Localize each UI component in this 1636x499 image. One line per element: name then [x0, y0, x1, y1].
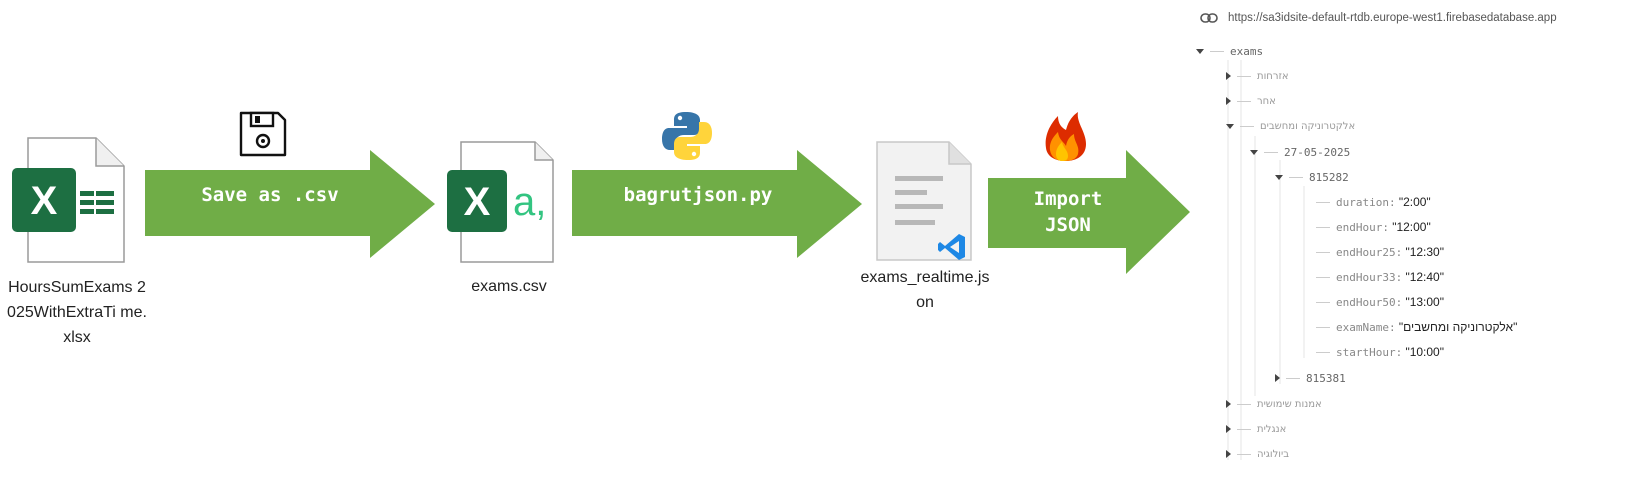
- tree-node[interactable]: 815381: [1275, 368, 1346, 388]
- expand-down-icon[interactable]: [1275, 174, 1283, 180]
- script-label: bagrutjson.py: [623, 184, 773, 206]
- json-file-icon: [876, 141, 972, 261]
- field-key: endHour:: [1336, 220, 1389, 234]
- tree-node[interactable]: ביולוגיה: [1226, 444, 1289, 464]
- csv-icon: X a,: [447, 141, 554, 263]
- vscode-icon: [938, 234, 965, 260]
- field-row[interactable]: endHour25: "12:30": [1310, 242, 1444, 262]
- python-icon: [662, 112, 712, 160]
- firebase-icon: [1045, 112, 1086, 161]
- node-key: אנגלית: [1257, 423, 1287, 435]
- expand-right-icon[interactable]: [1226, 97, 1231, 105]
- expand-right-icon[interactable]: [1226, 425, 1231, 433]
- json-file-label: exams_realtime.js on: [860, 269, 990, 311]
- tree-node[interactable]: אנגלית: [1226, 419, 1286, 439]
- field-key: endHour33:: [1336, 270, 1403, 284]
- expand-right-icon[interactable]: [1226, 72, 1231, 80]
- field-row[interactable]: duration: "2:00": [1310, 192, 1431, 212]
- field-row[interactable]: examName: "אלקטרוניקה ומחשבים": [1310, 317, 1517, 337]
- expand-right-icon[interactable]: [1226, 400, 1231, 408]
- svg-text:X: X: [31, 179, 58, 223]
- field-key: duration:: [1336, 195, 1396, 209]
- tree-node[interactable]: אמנות שימושית: [1226, 394, 1322, 414]
- excel-icon: X: [12, 137, 125, 263]
- svg-text:X: X: [464, 180, 491, 224]
- field-value[interactable]: "12:40": [1405, 270, 1444, 284]
- database-url-bar: https://sa3idsite-default-rtdb.europe-we…: [1200, 6, 1557, 30]
- field-value[interactable]: "10:00": [1405, 345, 1444, 359]
- import-json-label: Import JSON: [1033, 188, 1103, 236]
- xlsx-file-label: HoursSumExams 2025WithExtraTi me.xlsx: [7, 279, 147, 346]
- expand-down-icon[interactable]: [1196, 48, 1204, 54]
- field-key: examName:: [1336, 320, 1396, 334]
- arrow-save-csv: [145, 150, 435, 258]
- node-key: 815282: [1309, 170, 1349, 184]
- node-key: exams: [1230, 44, 1264, 58]
- node-key: אלקטרוניקה ומחשבים: [1260, 120, 1356, 132]
- expand-right-icon[interactable]: [1226, 450, 1231, 458]
- field-row[interactable]: endHour50: "13:00": [1310, 292, 1444, 312]
- arrow-script: [572, 150, 862, 258]
- tree-node-root[interactable]: exams: [1196, 41, 1263, 61]
- node-key: 27-05-2025: [1284, 145, 1351, 159]
- link-icon: [1200, 13, 1218, 23]
- tree-node[interactable]: 27-05-2025: [1250, 142, 1350, 162]
- field-key: startHour:: [1336, 345, 1403, 359]
- field-value[interactable]: "2:00": [1398, 195, 1431, 209]
- expand-down-icon[interactable]: [1250, 149, 1258, 155]
- firebase-database-panel: https://sa3idsite-default-rtdb.europe-we…: [1196, 0, 1636, 499]
- field-row[interactable]: startHour: "10:00": [1310, 342, 1444, 362]
- node-key: אמנות שימושית: [1257, 398, 1322, 410]
- tree-node[interactable]: אזרחות: [1226, 66, 1289, 86]
- field-key: endHour50:: [1336, 295, 1403, 309]
- csv-file-label: exams.csv: [471, 278, 547, 295]
- expand-down-icon[interactable]: [1226, 123, 1234, 129]
- node-key: אזרחות: [1257, 70, 1289, 82]
- node-key: אחר: [1257, 95, 1276, 107]
- expand-right-icon[interactable]: [1275, 374, 1280, 382]
- field-value[interactable]: "אלקטרוניקה ומחשבים": [1398, 320, 1518, 334]
- field-row[interactable]: endHour33: "12:40": [1310, 267, 1444, 287]
- node-key: ביולוגיה: [1257, 448, 1290, 460]
- floppy-disk-icon: [239, 111, 287, 157]
- field-row[interactable]: endHour: "12:00": [1310, 217, 1431, 237]
- field-value[interactable]: "13:00": [1405, 295, 1444, 309]
- database-url[interactable]: https://sa3idsite-default-rtdb.europe-we…: [1228, 12, 1557, 24]
- field-value[interactable]: "12:00": [1392, 220, 1431, 234]
- node-key: 815381: [1306, 371, 1346, 385]
- tree-node[interactable]: 815282: [1275, 167, 1349, 187]
- save-csv-label: Save as .csv: [201, 184, 339, 206]
- svg-text:a,: a,: [513, 180, 546, 224]
- field-value[interactable]: "12:30": [1405, 245, 1444, 259]
- field-key: endHour25:: [1336, 245, 1403, 259]
- tree-node[interactable]: אלקטרוניקה ומחשבים: [1226, 116, 1355, 136]
- tree-node[interactable]: אחר: [1226, 91, 1276, 111]
- arrow-import: [988, 150, 1190, 274]
